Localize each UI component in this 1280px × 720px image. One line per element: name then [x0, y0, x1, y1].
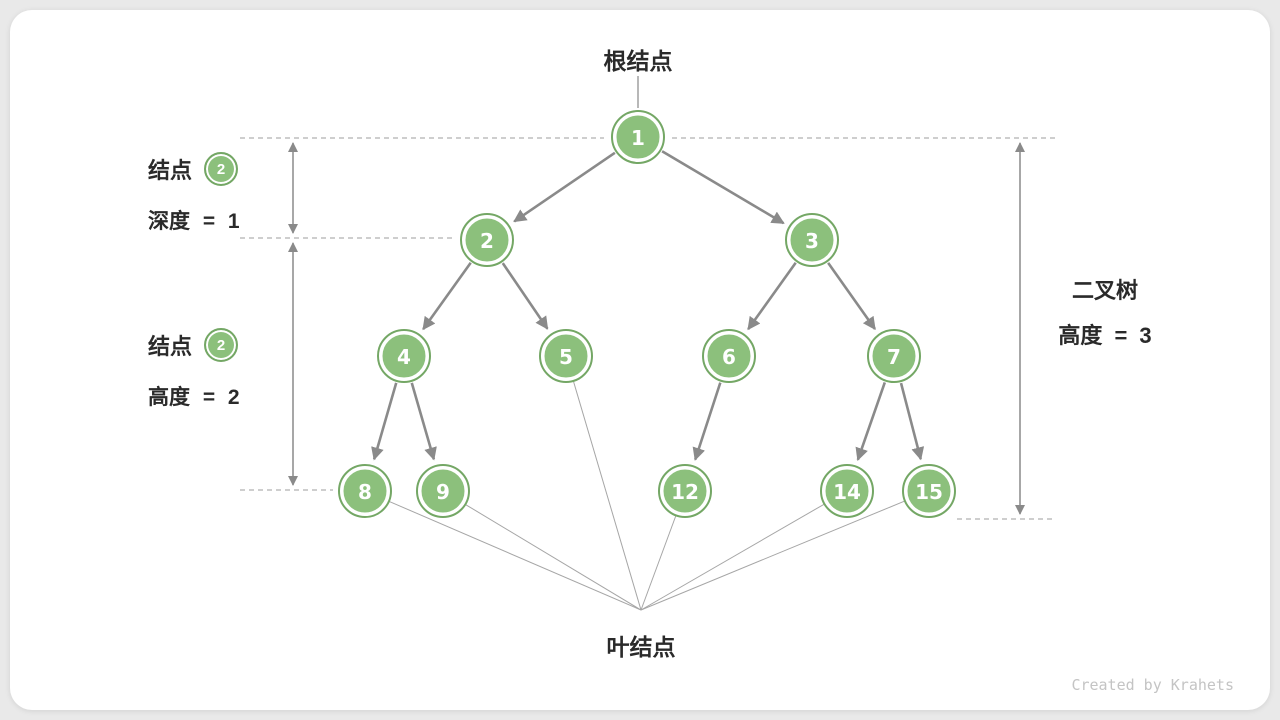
tree-node-value: 5: [559, 345, 573, 369]
tree-node-value: 2: [480, 229, 494, 253]
node-2-badge-icon: 2: [204, 152, 239, 186]
tree-edge-arrow: [692, 382, 722, 461]
tree-node-ring: [902, 464, 956, 518]
tree-node-value: 15: [915, 480, 943, 504]
tree-node-ring: [338, 464, 392, 518]
tree-node-ring: [658, 464, 712, 518]
node-height-annotation: 结点 2 高度 = 2: [148, 328, 240, 411]
tree-height-annotation: 二叉树 高度 = 3: [1058, 268, 1151, 358]
leaf-connector-line: [640, 500, 906, 611]
node-depth-text: 结点: [148, 158, 193, 183]
tree-node-ring: [785, 213, 839, 267]
leaf-connector-line: [388, 500, 642, 611]
tree-node: 15: [902, 464, 956, 518]
tree-node: 5: [539, 329, 593, 383]
node-height-row: 结点 2: [148, 328, 240, 362]
tree-node-circle: [705, 332, 753, 380]
tree-node: 14: [820, 464, 874, 518]
tree-node-circle: [614, 113, 662, 161]
tree-node-value: 6: [722, 345, 736, 369]
tree-node-circle: [661, 467, 709, 515]
tree-node-circle: [870, 332, 918, 380]
tree-height-line1: 二叉树: [1071, 278, 1138, 303]
tree-node-ring: [702, 329, 756, 383]
leaf-connector-line: [640, 515, 677, 611]
tree-node: 4: [377, 329, 431, 383]
tree-edge-arrow: [661, 150, 785, 225]
tree-node-ring: [377, 329, 431, 383]
tree-edge-arrow: [747, 262, 797, 331]
tree-node-ring: [416, 464, 470, 518]
tree-edge-arrow: [371, 382, 398, 461]
node-depth-annotation: 结点 2 深度 = 1: [148, 152, 240, 235]
tree-node-circle: [788, 216, 836, 264]
tree-node-circle: [542, 332, 590, 380]
tree-node-ring: [460, 213, 514, 267]
tree-node-ring: [539, 329, 593, 383]
tree-node: 1: [611, 110, 665, 164]
tree-node-ring: [611, 110, 665, 164]
tree-node-value: 8: [358, 480, 372, 504]
tree-node-value: 7: [887, 345, 901, 369]
tree-node-value: 4: [397, 345, 411, 369]
tree-edge-arrow: [899, 382, 925, 461]
tree-node-ring: [867, 329, 921, 383]
node-height-text: 结点: [148, 334, 193, 359]
tree-edge-arrow: [513, 151, 616, 223]
tree-node-value: 14: [833, 480, 861, 504]
tree-node: 8: [338, 464, 392, 518]
tree-node-circle: [419, 467, 467, 515]
tree-node: 12: [658, 464, 712, 518]
tree-node-value: 3: [805, 229, 819, 253]
node-2-badge-icon: 2: [204, 328, 239, 362]
tree-node-circle: [341, 467, 389, 515]
tree-node-circle: [905, 467, 953, 515]
tree-edge-arrow: [422, 262, 472, 331]
watermark: Created by Krahets: [1071, 676, 1234, 694]
leaf-connector-line: [572, 380, 642, 611]
root-node-label: 根结点: [603, 48, 673, 74]
tree-node-ring: [820, 464, 874, 518]
leaf-connector-line: [465, 503, 642, 611]
tree-node-circle: [823, 467, 871, 515]
tree-edge-arrow: [501, 262, 549, 330]
tree-node: 6: [702, 329, 756, 383]
tree-node-value: 12: [671, 480, 699, 504]
node-depth-formula: 深度 = 1: [148, 210, 240, 233]
tree-node-value: 1: [631, 126, 645, 150]
tree-edge-arrow: [410, 382, 437, 461]
node-depth-row: 结点 2: [148, 152, 240, 186]
tree-height-line2: 高度 = 3: [1058, 323, 1152, 348]
tree-node-circle: [380, 332, 428, 380]
tree-node: 9: [416, 464, 470, 518]
tree-edge-arrow: [855, 382, 887, 462]
leaf-connector-line: [640, 503, 825, 611]
tree-node: 2: [460, 213, 514, 267]
tree-edge-arrow: [827, 262, 877, 331]
leaf-node-label: 叶结点: [606, 634, 676, 660]
node-height-formula: 高度 = 2: [148, 386, 240, 409]
tree-node: 3: [785, 213, 839, 267]
tree-node-circle: [463, 216, 511, 264]
tree-node: 7: [867, 329, 921, 383]
tree-node-value: 9: [436, 480, 450, 504]
